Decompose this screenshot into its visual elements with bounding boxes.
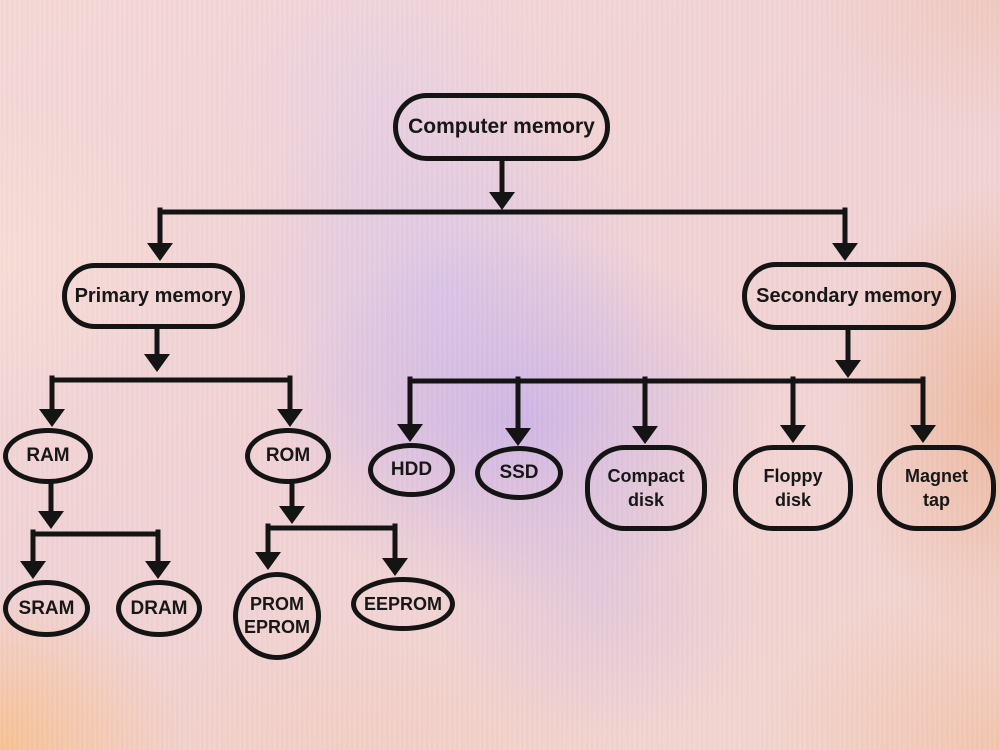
node-magnet-tap: Magnet tap	[877, 445, 996, 531]
edge-ram-to-children	[30, 480, 161, 567]
node-compact-disk: Compact disk	[585, 445, 707, 531]
node-sram-label: SRAM	[18, 597, 75, 619]
node-floppy-disk-label-line2: disk	[774, 490, 812, 510]
node-compact-disk-label-line1: Compact	[607, 466, 685, 486]
edge-rom-to-children	[265, 480, 398, 563]
node-rom: ROM	[245, 428, 331, 484]
node-hdd: HDD	[368, 443, 455, 497]
node-ssd: SSD	[475, 446, 563, 500]
arrowhead-icons	[20, 192, 936, 579]
node-prom-eprom-label-line1: PROM	[250, 594, 304, 614]
node-prom-eprom: PROM EPROM	[233, 572, 321, 660]
node-computer-memory: Computer memory	[393, 93, 610, 161]
node-rom-label: ROM	[265, 445, 311, 466]
node-eeprom-label: EEPROM	[363, 593, 442, 614]
node-secondary-memory-label: Secondary memory	[756, 284, 942, 307]
edge-secondary-to-children	[407, 326, 926, 433]
node-compact-disk-label-line2: disk	[627, 490, 665, 510]
node-primary-memory: Primary memory	[62, 263, 245, 329]
edge-primary-to-children	[49, 325, 293, 415]
node-secondary-memory: Secondary memory	[742, 262, 956, 330]
node-magnet-tap-label-line1: Magnet	[905, 466, 968, 486]
node-hdd-label: HDD	[390, 459, 433, 480]
node-primary-memory-label: Primary memory	[74, 284, 233, 307]
edge-root-to-level1	[157, 158, 848, 249]
node-magnet-tap-label-line2: tap	[923, 490, 950, 510]
node-ssd-label: SSD	[499, 462, 539, 483]
node-dram-label: DRAM	[130, 597, 188, 619]
node-ram-label: RAM	[26, 445, 70, 466]
node-floppy-disk-label-line1: Floppy	[763, 466, 823, 486]
node-prom-eprom-label-line2: EPROM	[243, 617, 310, 637]
node-sram: SRAM	[3, 580, 90, 637]
node-ram: RAM	[3, 428, 93, 484]
node-computer-memory-label: Computer memory	[408, 115, 595, 138]
node-floppy-disk: Floppy disk	[733, 445, 853, 531]
node-dram: DRAM	[116, 580, 202, 637]
node-eeprom: EEPROM	[351, 577, 455, 631]
